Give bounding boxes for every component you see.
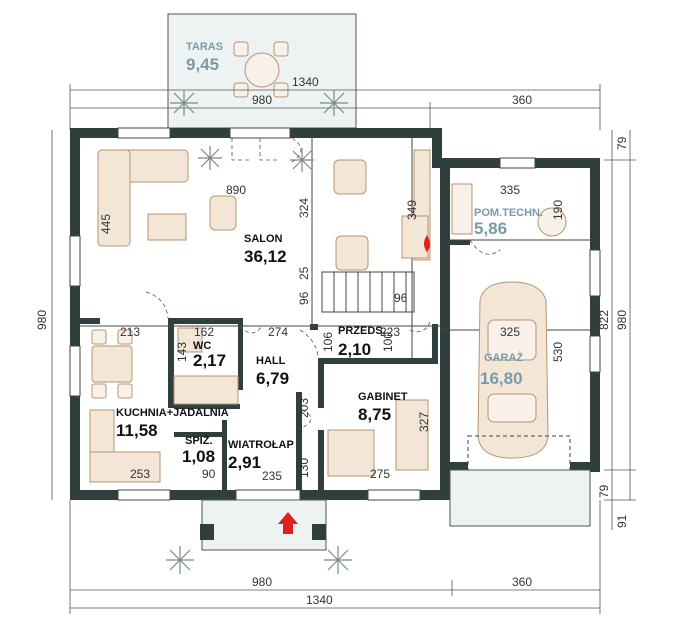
room-area-wiatrolap: 2,91 xyxy=(228,453,261,472)
dim-106: 106 xyxy=(321,332,335,352)
dim-salon-height: 445 xyxy=(99,214,113,234)
terrace-area xyxy=(167,13,357,129)
dim-100: 100 xyxy=(381,332,395,352)
bottom-dimension-lines xyxy=(69,500,601,614)
dim-right-lower: 79 xyxy=(597,484,611,498)
fireplace-flame-icon xyxy=(424,235,430,252)
dim-325: 325 xyxy=(500,325,520,339)
room-area-hall: 6,79 xyxy=(256,369,289,388)
room-area-pom-techn: 5,86 xyxy=(474,219,507,238)
room-name-hall: HALL xyxy=(256,355,286,367)
windows xyxy=(69,127,601,501)
dim-bottom-right: 360 xyxy=(512,575,532,589)
dim-right-porch: 91 xyxy=(615,514,629,528)
dim-salon-width: 890 xyxy=(226,183,246,197)
dim-top-left: 980 xyxy=(252,93,272,107)
porch xyxy=(200,499,327,551)
room-name-salon: SALON xyxy=(244,233,283,245)
dim-right-middle: 822 xyxy=(597,310,611,330)
room-name-taras: TARAS xyxy=(186,41,223,53)
room-area-kuchnia: 11,58 xyxy=(116,421,158,440)
room-name-wiatrolap: WIATROŁAP xyxy=(228,439,294,451)
room-name-pom-techn: POM.TECHN. xyxy=(474,207,543,219)
dim-274: 274 xyxy=(268,325,288,339)
dim-right-upper: 79 xyxy=(615,136,629,150)
dim-25: 25 xyxy=(297,266,311,280)
dim-96-left: 96 xyxy=(297,291,311,305)
dim-530: 530 xyxy=(551,342,565,362)
dim-190: 190 xyxy=(551,200,565,220)
dim-275: 275 xyxy=(370,467,390,481)
dim-235: 235 xyxy=(262,469,282,483)
room-area-gabinet: 8,75 xyxy=(358,405,391,424)
room-name-garaz: GARAŻ xyxy=(484,351,523,364)
room-name-wc: WC xyxy=(193,340,211,352)
dim-203: 203 xyxy=(297,398,311,418)
dim-left-total: 980 xyxy=(35,310,49,330)
room-name-przeds: PRZEDS. xyxy=(338,325,386,337)
dim-213: 213 xyxy=(120,325,140,339)
side-dimension-lines xyxy=(51,130,636,530)
room-name-kuchnia: KUCHNIA+JADALNIA xyxy=(116,407,229,419)
dim-130: 130 xyxy=(297,458,311,478)
dim-327: 327 xyxy=(417,412,431,432)
dim-162: 162 xyxy=(194,325,214,339)
dim-90: 90 xyxy=(202,467,216,481)
dim-top-total: 1340 xyxy=(292,75,319,89)
room-area-taras: 9,45 xyxy=(186,55,219,74)
dim-335: 335 xyxy=(500,183,520,197)
car-icon xyxy=(477,281,549,459)
room-area-spiz: 1,08 xyxy=(182,447,215,466)
room-area-przeds: 2,10 xyxy=(338,340,371,359)
dim-223: 223 xyxy=(380,325,400,339)
dim-324: 324 xyxy=(297,198,311,218)
interior-walls xyxy=(80,240,470,490)
garage-door-outline xyxy=(449,435,591,527)
room-name-spiz: SPIŻ. xyxy=(185,434,213,447)
room-area-salon: 36,12 xyxy=(244,247,287,266)
dim-top-right: 360 xyxy=(512,93,532,107)
dim-96-right: 96 xyxy=(394,291,408,305)
room-name-gabinet: GABINET xyxy=(358,391,408,403)
dim-right-total: 980 xyxy=(615,310,629,330)
furniture xyxy=(89,149,567,483)
entrance-arrow-icon xyxy=(278,512,298,534)
top-dimension-lines xyxy=(69,84,601,130)
plant-icon xyxy=(166,90,352,574)
dim-143: 143 xyxy=(175,342,189,362)
dim-bottom-left: 980 xyxy=(252,575,272,589)
staircase xyxy=(321,271,415,313)
dim-253: 253 xyxy=(130,467,150,481)
exterior-walls xyxy=(70,128,600,500)
dim-349: 349 xyxy=(405,200,419,220)
room-area-wc: 2,17 xyxy=(193,351,226,370)
dim-bottom-total: 1340 xyxy=(306,593,333,607)
room-area-garaz: 16,80 xyxy=(480,369,523,388)
